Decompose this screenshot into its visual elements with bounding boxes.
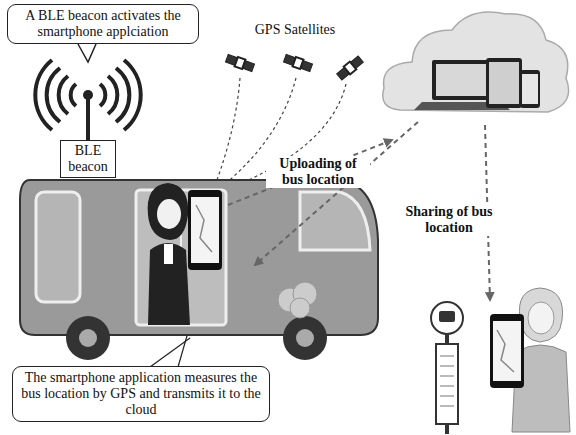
antenna-mast bbox=[86, 95, 90, 143]
satellite-label: GPS Satellites bbox=[232, 22, 358, 38]
callout-box: The smartphone application measures the … bbox=[12, 366, 270, 422]
callout-box: A BLE beacon activates the smartphone ap… bbox=[7, 4, 199, 44]
smartphone bbox=[490, 314, 524, 388]
exhaust bbox=[278, 282, 317, 318]
beacon-box: BLE beacon bbox=[60, 140, 116, 178]
arrow-label: Uploading of bus location bbox=[266, 156, 370, 188]
bus-stop bbox=[431, 302, 463, 434]
bus bbox=[20, 180, 378, 360]
smartphone bbox=[188, 190, 222, 270]
leader-line bbox=[150, 338, 190, 367]
callout-tail bbox=[78, 44, 96, 62]
node-text: BLE beacon bbox=[63, 143, 113, 175]
node-text: A BLE beacon activates the smartphone ap… bbox=[14, 8, 192, 40]
gps-satellites bbox=[225, 54, 364, 81]
passenger bbox=[148, 183, 190, 325]
node-text: The smartphone application measures the … bbox=[19, 370, 263, 418]
cloud bbox=[383, 12, 569, 112]
arrow-label: Sharing of bus location bbox=[400, 204, 498, 236]
